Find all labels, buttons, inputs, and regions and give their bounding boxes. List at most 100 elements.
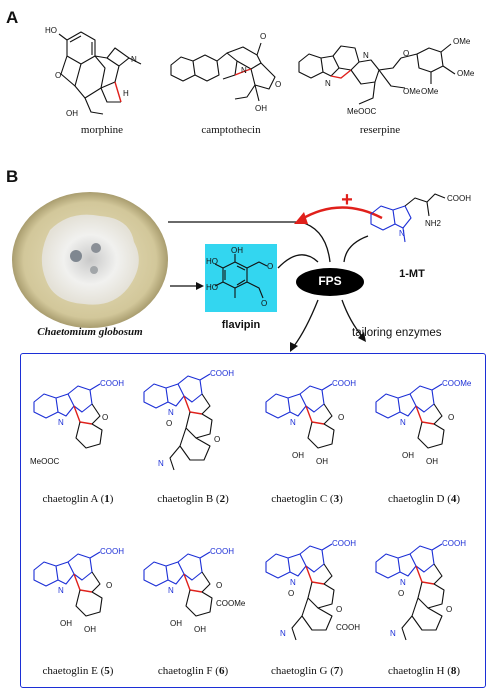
product-8-o-a: O xyxy=(398,589,404,598)
product-caption-5: chaetoglin E (5) xyxy=(42,665,114,677)
product-5-indole-n: N xyxy=(58,586,64,595)
petri-dish-image xyxy=(12,192,168,328)
1-mt-label: 1-MT xyxy=(399,268,425,280)
product-4-oh-b: OH xyxy=(426,457,438,466)
product-5-o-label: O xyxy=(106,581,112,590)
product-2-acid-label: COOH xyxy=(210,369,234,378)
morphine-oh-label: OH xyxy=(66,109,78,118)
morphine-h-label: H xyxy=(123,89,129,98)
camptothecin-ring-o-label: O xyxy=(275,80,281,89)
product-5-oh-b: OH xyxy=(84,625,96,634)
flavipin-structure: OH HO HO O O xyxy=(206,246,273,308)
product-4-o-label: O xyxy=(448,413,454,422)
products-box xyxy=(20,353,486,688)
product-6-o-label: O xyxy=(216,581,222,590)
product-1-acid-label: COOH xyxy=(100,379,124,388)
product-caption-7: chaetoglin G (7) xyxy=(270,665,344,677)
flavipin-oh-top: OH xyxy=(231,246,243,255)
product-structure-1: N COOH MeOOC O xyxy=(30,379,124,466)
product-6-ester-label: COOMe xyxy=(216,599,246,608)
camptothecin-caption: camptothecin xyxy=(201,124,261,136)
product-caption-1: chaetoglin A (1) xyxy=(42,493,114,505)
product-caption-4: chaetoglin D (4) xyxy=(387,493,461,505)
product-4-oh-a: OH xyxy=(402,451,414,460)
camptothecin-structure: O N O OH xyxy=(170,32,281,113)
flavipin-label: flavipin xyxy=(221,319,261,331)
product-caption-8: chaetoglin H (8) xyxy=(387,665,461,677)
morphine-n-label: N xyxy=(131,55,137,64)
product-7-second-n: N xyxy=(280,629,286,638)
flavipin-ho-1: HO xyxy=(206,257,218,266)
product-2-indole-n: N xyxy=(168,408,174,417)
product-structure-3: N COOH OH OH O xyxy=(265,379,356,466)
product-5-acid-label: COOH xyxy=(100,547,124,556)
product-structure-6: N COOH OH OH O COOMe xyxy=(143,547,246,634)
product-6-oh-b: OH xyxy=(194,625,206,634)
reserpine-ome3-label: OMe xyxy=(421,87,439,96)
product-caption-6: chaetoglin F (6) xyxy=(157,665,229,677)
fps-enzyme-label: FPS xyxy=(318,274,342,288)
1-mt-n-label: N xyxy=(399,229,405,238)
product-7-indole-n: N xyxy=(290,578,296,587)
plus-sign: + xyxy=(341,189,353,211)
flavipin-o-2: O xyxy=(261,299,267,308)
morphine-ho-label: HO xyxy=(45,26,57,35)
product-7-cooh-label: COOH xyxy=(336,623,360,632)
reserpine-meooc-label: MeOOC xyxy=(347,107,377,116)
reserpine-ome1-label: OMe xyxy=(453,37,471,46)
flavipin-box xyxy=(205,244,277,312)
panel-b-letter: B xyxy=(6,167,19,186)
product-caption-2: chaetoglin B (2) xyxy=(157,493,229,505)
reserpine-structure: N N O OMe OMe OMe MeOOC OMe xyxy=(298,37,475,116)
product-7-o-b: O xyxy=(336,605,342,614)
tailoring-label: tailoring enzymes xyxy=(352,327,442,339)
product-2-o-a: O xyxy=(166,419,172,428)
product-3-o-label: O xyxy=(338,413,344,422)
product-6-oh-a: OH xyxy=(170,619,182,628)
product-5-oh-a: OH xyxy=(60,619,72,628)
product-8-second-n: N xyxy=(390,629,396,638)
product-3-oh-b: OH xyxy=(316,457,328,466)
reserpine-nh-label: N xyxy=(325,79,331,88)
reserpine-n-label: N xyxy=(363,51,369,60)
product-1-ester-label: MeOOC xyxy=(30,457,60,466)
product-3-acid-label: COOH xyxy=(332,379,356,388)
product-8-acid-label: COOH xyxy=(442,539,466,548)
product-4-acid-label: COOMe xyxy=(442,379,472,388)
product-2-second-n: N xyxy=(158,459,164,468)
product-1-indole-n: N xyxy=(58,418,64,427)
flavipin-o-1: O xyxy=(267,262,273,271)
product-6-acid-label: COOH xyxy=(210,547,234,556)
1-mt-cooh-label: COOH xyxy=(447,194,471,203)
product-7-o-a: O xyxy=(288,589,294,598)
product-7-acid-label: COOH xyxy=(332,539,356,548)
product-2-o-b: O xyxy=(214,435,220,444)
fps-enzyme-shape xyxy=(296,268,364,296)
product-3-indole-n: N xyxy=(290,418,296,427)
camptothecin-n-label: N xyxy=(241,66,247,75)
reserpine-ome4-label: OMe xyxy=(403,87,421,96)
flavipin-ho-2: HO xyxy=(206,283,218,292)
morphine-structure: HO O OH N H xyxy=(45,26,142,118)
reserpine-ome2-label: OMe xyxy=(457,69,475,78)
1-mt-structure: N COOH NH2 xyxy=(370,193,471,243)
morphine-o-label: O xyxy=(55,71,61,80)
product-1-o-label: O xyxy=(102,413,108,422)
product-6-indole-n: N xyxy=(168,586,174,595)
product-3-oh-a: OH xyxy=(292,451,304,460)
product-caption-3: chaetoglin C (3) xyxy=(271,493,343,505)
fungus-label: Chaetomium globosum xyxy=(37,326,143,338)
product-8-indole-n: N xyxy=(400,578,406,587)
reserpine-o-label: O xyxy=(403,49,409,58)
1-mt-nh2-label: NH2 xyxy=(425,219,442,228)
product-4-indole-n: N xyxy=(400,418,406,427)
product-8-o-b: O xyxy=(446,605,452,614)
camptothecin-o-label: O xyxy=(260,32,266,41)
reserpine-caption: reserpine xyxy=(359,124,401,136)
